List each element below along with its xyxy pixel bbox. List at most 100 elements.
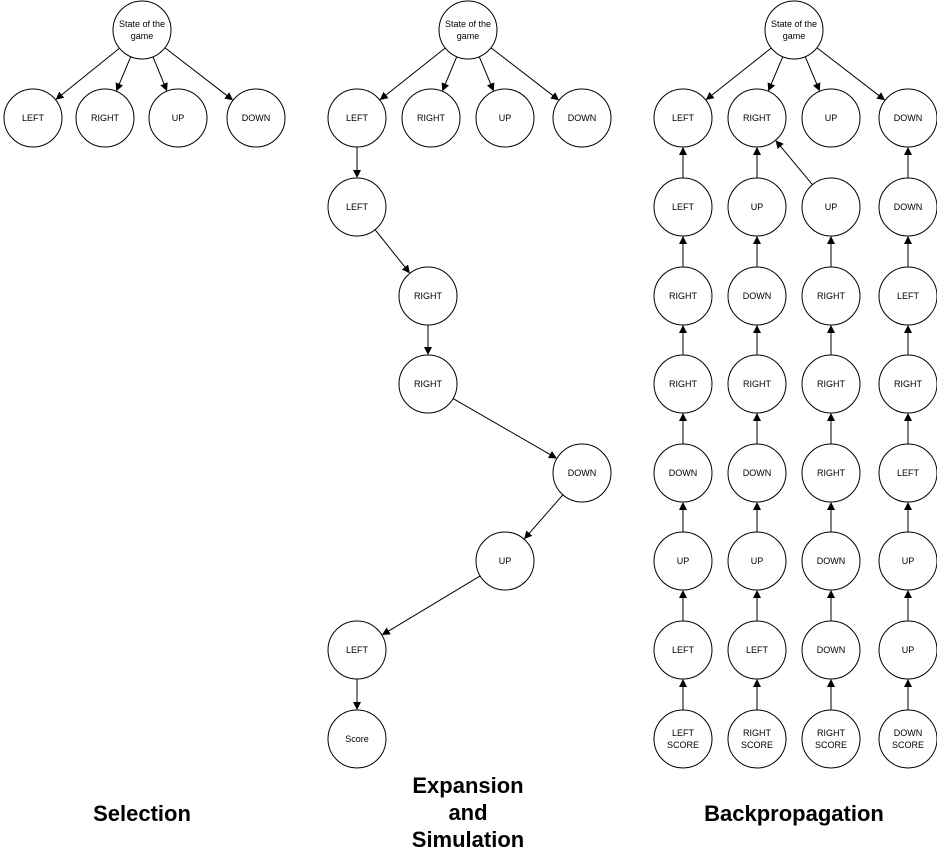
expansion-child-up-node: UP — [475, 88, 535, 148]
backprop-col3-node-6-down-circle — [801, 620, 861, 680]
backprop-col1-node-3-right-label: RIGHT — [669, 379, 698, 389]
expansion-edge-root-to-left — [379, 47, 446, 100]
selection-child-left-node: LEFT — [3, 88, 63, 148]
expansion-child-right-node-label: RIGHT — [417, 113, 446, 123]
backprop-col4-node-2-left: LEFT — [878, 266, 937, 326]
selection-child-up-node-label: UP — [172, 113, 185, 123]
selection-root-node-circle — [112, 0, 172, 60]
expansion-child-down-node-circle — [552, 88, 612, 148]
expansion-child-left-node-label: LEFT — [346, 113, 369, 123]
backprop-col4-node-5-up-circle — [878, 531, 937, 591]
backprop-col1-node-4-down: DOWN — [653, 443, 713, 503]
backprop-col3-node-2-right-circle — [801, 266, 861, 326]
backprop-edge-root-to-left — [705, 47, 772, 100]
expansion-child-up-node-label: UP — [499, 113, 512, 123]
expansion-child-right-node-circle — [401, 88, 461, 148]
expansion-path-node-3-right-label: RIGHT — [414, 379, 443, 389]
backprop-child-left-node: LEFT — [653, 88, 713, 148]
expansion-edge-root-to-down — [490, 47, 560, 101]
selection-title: Selection — [93, 801, 191, 826]
selection-child-left-node-circle — [3, 88, 63, 148]
backprop-col4-node-3-right: RIGHT — [878, 354, 937, 414]
backprop-col2-node-4-down: DOWN — [727, 443, 787, 503]
backprop-col1-node-1-left-circle — [653, 177, 713, 237]
backprop-col1-node-7-left-score: LEFT SCORE — [653, 709, 713, 769]
selection-child-down-node-circle — [226, 88, 286, 148]
expansion-root-node-label: State of the — [445, 19, 491, 29]
backprop-child-right-node-label: RIGHT — [743, 113, 772, 123]
expansion-path-node-6-left-label: LEFT — [346, 645, 369, 655]
backprop-child-left-node-label: LEFT — [672, 113, 695, 123]
expansion-path-node-5-up-circle — [475, 531, 535, 591]
backprop-col3-node-6-down: DOWN — [801, 620, 861, 680]
backprop-col4-node-6-up-label: UP — [902, 645, 915, 655]
backprop-child-right-node: RIGHT — [727, 88, 787, 148]
backprop-col2-node-1-up-circle — [727, 177, 787, 237]
backprop-col1-node-1-left-label: LEFT — [672, 202, 695, 212]
backprop-col1-node-2-right-label: RIGHT — [669, 291, 698, 301]
backprop-col2-node-3-right-circle — [727, 354, 787, 414]
backprop-col4-node-5-up: UP — [878, 531, 937, 591]
expansion-path-node-2-right: RIGHT — [398, 266, 458, 326]
backprop-col3-node-5-down-label: DOWN — [817, 556, 846, 566]
backprop-col1-node-1-left: LEFT — [653, 177, 713, 237]
selection-root-node-label: game — [131, 31, 154, 41]
backprop-col2-node-1-up: UP — [727, 177, 787, 237]
expansion-path-node-7-score-circle — [327, 709, 387, 769]
expansion-path-edge-4 — [452, 398, 557, 459]
expansion-path-node-1-left: LEFT — [327, 177, 387, 237]
backprop-col2-node-6-left-circle — [727, 620, 787, 680]
backprop-col2-node-3-right-label: RIGHT — [743, 379, 772, 389]
backprop-title: Backpropagation — [704, 801, 884, 826]
backprop-child-up-node: UP — [801, 88, 861, 148]
expansion-path-node-1-left-circle — [327, 177, 387, 237]
expansion-path-node-2-right-label: RIGHT — [414, 291, 443, 301]
backprop-root-node-label: State of the — [771, 19, 817, 29]
expansion-title-line-3: Simulation — [411, 827, 525, 852]
edges-layer — [55, 47, 912, 710]
backprop-col1-node-7-left-score-label: LEFT — [672, 728, 695, 738]
backprop-col3-node-5-down: DOWN — [801, 531, 861, 591]
expansion-path-node-4-down: DOWN — [552, 443, 612, 503]
backprop-col3-node-7-right-score-label: SCORE — [815, 740, 847, 750]
expansion-root-node-circle — [438, 0, 498, 60]
selection-child-up-node: UP — [148, 88, 208, 148]
selection-edge-root-to-right — [115, 56, 132, 92]
expansion-path-node-5-up: UP — [475, 531, 535, 591]
expansion-root-node: State of the game — [438, 0, 498, 60]
expansion-path-node-6-left: LEFT — [327, 620, 387, 680]
backprop-child-down-node-label: DOWN — [894, 113, 923, 123]
backprop-root-node-label: game — [783, 31, 806, 41]
expansion-path-node-6-left-circle — [327, 620, 387, 680]
backprop-col3-node-4-right-label: RIGHT — [817, 468, 846, 478]
backprop-col4-node-2-left-circle — [878, 266, 937, 326]
backprop-col3-node-2-right: RIGHT — [801, 266, 861, 326]
backprop-col3-node-1-up-circle — [801, 177, 861, 237]
backprop-col2-node-5-up-circle — [727, 531, 787, 591]
expansion-child-down-node-label: DOWN — [568, 113, 597, 123]
backprop-root-node-circle — [764, 0, 824, 60]
backprop-child-right-node-circle — [727, 88, 787, 148]
backprop-col4-node-4-left-label: LEFT — [897, 468, 920, 478]
backprop-col1-node-7-left-score-label: SCORE — [667, 740, 699, 750]
backprop-child-left-node-circle — [653, 88, 713, 148]
selection-child-down-node-label: DOWN — [242, 113, 271, 123]
backprop-col3-node-7-right-score-circle — [801, 709, 861, 769]
backprop-col1-node-4-down-circle — [653, 443, 713, 503]
backprop-col2-node-7-right-score-label: SCORE — [741, 740, 773, 750]
backprop-col2-node-6-left-label: LEFT — [746, 645, 769, 655]
backprop-edge-root-to-down — [816, 47, 886, 101]
backprop-col2-node-2-down-circle — [727, 266, 787, 326]
expansion-root-node-label: game — [457, 31, 480, 41]
backprop-root-node: State of the game — [764, 0, 824, 60]
expansion-child-left-node-circle — [327, 88, 387, 148]
backprop-col4-node-4-left-circle — [878, 443, 937, 503]
selection-child-right-node-label: RIGHT — [91, 113, 120, 123]
selection-edge-root-to-left — [55, 47, 120, 100]
expansion-path-node-4-down-circle — [552, 443, 612, 503]
selection-child-right-node-circle — [75, 88, 135, 148]
